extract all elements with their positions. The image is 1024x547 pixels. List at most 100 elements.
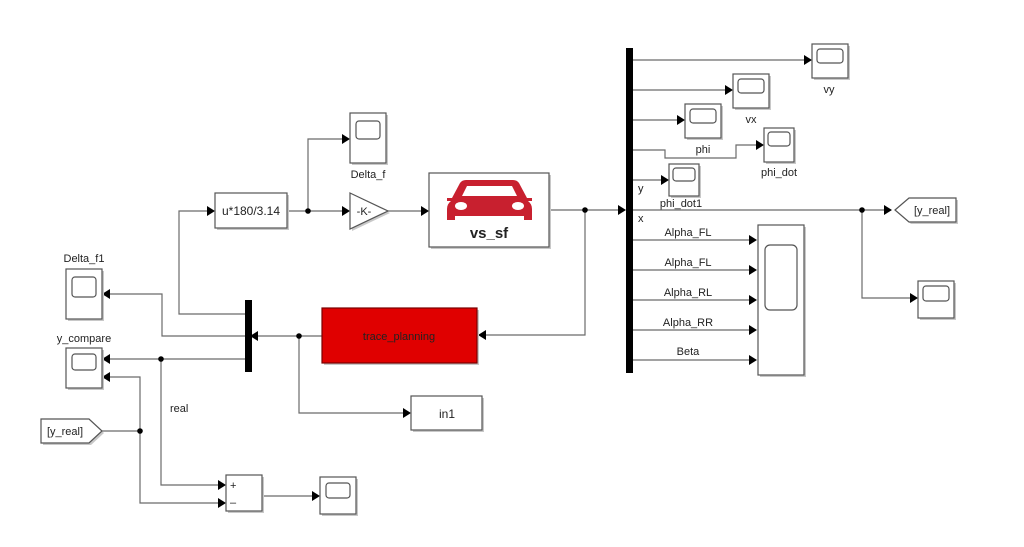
arrowhead bbox=[749, 235, 757, 245]
branch-point bbox=[296, 333, 302, 339]
arrowhead bbox=[749, 295, 757, 305]
scope-phi-label: phi bbox=[696, 144, 711, 156]
arrowhead bbox=[804, 55, 812, 65]
scope-delta-f1[interactable]: Delta_f1 bbox=[64, 253, 105, 321]
sum-minus-sign: – bbox=[230, 497, 237, 509]
arrowhead bbox=[749, 265, 757, 275]
trace-planning-label: trace_planning bbox=[363, 331, 435, 343]
wire-mux-to-delta-f1[interactable] bbox=[110, 293, 246, 337]
wire-demux-phi-dot[interactable] bbox=[633, 144, 756, 159]
scope-icon bbox=[922, 285, 950, 302]
arrowhead bbox=[207, 206, 215, 216]
scope-phi[interactable]: phi bbox=[684, 103, 723, 156]
branch-point bbox=[582, 207, 588, 213]
scope-icon bbox=[672, 167, 696, 182]
branch-point bbox=[137, 428, 143, 434]
wire-fcn-to-delta-f[interactable] bbox=[307, 138, 343, 211]
scope-icon bbox=[71, 353, 97, 371]
arrowhead bbox=[910, 293, 918, 303]
scope-icon bbox=[816, 48, 844, 64]
wire-x-to-scope[interactable] bbox=[861, 210, 910, 299]
scope-vx-label: vx bbox=[746, 114, 758, 126]
fcn-block[interactable]: u*180/3.14 bbox=[214, 192, 289, 230]
arrowhead bbox=[749, 355, 757, 365]
arrowhead bbox=[102, 372, 110, 382]
scope-vy-label: vy bbox=[824, 84, 836, 96]
arrowhead bbox=[218, 480, 226, 490]
scope-vy[interactable]: vy bbox=[811, 43, 850, 96]
arrowhead bbox=[312, 491, 320, 501]
scope-icon bbox=[71, 276, 97, 298]
wire-mux-to-fcn[interactable] bbox=[178, 210, 246, 315]
arrowhead bbox=[749, 325, 757, 335]
signal-label-y: y bbox=[638, 183, 644, 195]
branch-point bbox=[305, 208, 311, 214]
scope-icon bbox=[767, 131, 791, 147]
scope-phi-dot-label: phi_dot bbox=[761, 167, 797, 179]
signal-label-alpha-fl-2: Alpha_FL bbox=[664, 257, 711, 269]
branch-point bbox=[859, 207, 865, 213]
arrowhead bbox=[677, 115, 685, 125]
in1-label: in1 bbox=[439, 407, 455, 421]
scope-icon bbox=[764, 244, 798, 311]
branch-points bbox=[137, 207, 865, 434]
wire-yreal-to-y-compare[interactable] bbox=[102, 376, 141, 432]
wire-trace-to-in1[interactable] bbox=[298, 336, 403, 414]
scope-delta-f-label: Delta_f bbox=[351, 169, 387, 181]
scope-icon bbox=[325, 482, 351, 499]
scope-x[interactable] bbox=[917, 280, 956, 320]
signal-label-alpha-rl: Alpha_RL bbox=[664, 287, 712, 299]
arrowhead bbox=[102, 354, 110, 364]
goto-y-real-block[interactable]: [y_real] bbox=[894, 197, 958, 224]
demux-block[interactable] bbox=[626, 48, 633, 373]
wire-real-to-sum-plus[interactable] bbox=[160, 359, 218, 486]
scope-phi-dot1[interactable]: phi_dot1 bbox=[660, 163, 702, 210]
in1-block[interactable]: in1 bbox=[410, 395, 484, 432]
scope-y-compare-label: y_compare bbox=[57, 333, 111, 345]
arrowhead bbox=[403, 408, 411, 418]
gain-block[interactable]: -K- bbox=[349, 192, 390, 231]
arrowheads bbox=[102, 55, 918, 508]
wire-yreal-to-sum-minus[interactable] bbox=[139, 431, 218, 504]
scope-error[interactable] bbox=[319, 476, 358, 516]
goto-y-real-label: [y_real] bbox=[914, 205, 950, 217]
scope-icon bbox=[355, 120, 381, 140]
arrowhead bbox=[218, 498, 226, 508]
mux-block[interactable] bbox=[245, 300, 252, 372]
arrowhead bbox=[342, 134, 350, 144]
scope-delta-f[interactable]: Delta_f bbox=[349, 112, 388, 181]
wires bbox=[102, 59, 910, 504]
branch-point bbox=[158, 356, 164, 362]
scope-phi-dot[interactable]: phi_dot bbox=[761, 127, 797, 179]
arrowhead bbox=[756, 140, 764, 150]
signal-label-real: real bbox=[170, 403, 188, 415]
from-y-real-label: [y_real] bbox=[47, 426, 83, 438]
scope-delta-f1-label: Delta_f1 bbox=[64, 253, 105, 265]
signal-label-alpha-fl-1: Alpha_FL bbox=[664, 227, 711, 239]
vehicle-block[interactable]: vs_sf bbox=[428, 172, 551, 249]
scope-alpha-beta[interactable] bbox=[757, 224, 806, 377]
arrowhead bbox=[342, 206, 350, 216]
signal-label-x: x bbox=[638, 213, 644, 225]
from-y-real-block[interactable]: [y_real] bbox=[40, 418, 104, 445]
scope-phi-dot1-label: phi_dot1 bbox=[660, 198, 702, 210]
gain-label: -K- bbox=[357, 206, 372, 218]
wire-vehicle-to-trace[interactable] bbox=[486, 210, 586, 336]
arrowhead bbox=[421, 206, 429, 216]
arrowhead bbox=[884, 205, 892, 215]
trace-planning-block[interactable]: trace_planning bbox=[321, 307, 479, 365]
car-icon bbox=[447, 180, 532, 220]
vehicle-label: vs_sf bbox=[470, 225, 509, 242]
sum-block[interactable]: + – bbox=[225, 474, 264, 513]
arrowhead bbox=[618, 205, 626, 215]
arrowhead bbox=[478, 330, 486, 340]
signal-label-beta: Beta bbox=[677, 346, 701, 358]
arrowhead bbox=[661, 175, 669, 185]
scope-icon bbox=[737, 78, 765, 94]
scope-vx[interactable]: vx bbox=[732, 73, 771, 126]
signal-label-alpha-rr: Alpha_RR bbox=[663, 317, 713, 329]
scope-y-compare[interactable]: y_compare bbox=[57, 333, 111, 390]
arrowhead bbox=[725, 85, 733, 95]
arrowhead bbox=[102, 289, 110, 299]
